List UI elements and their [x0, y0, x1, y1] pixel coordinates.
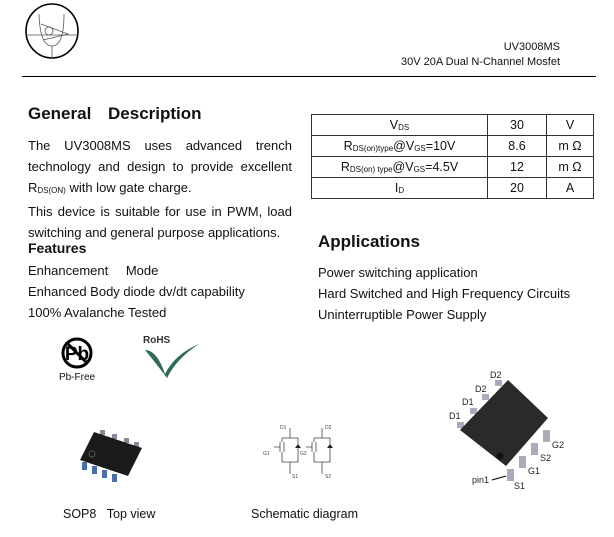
application-item: Power switching application: [318, 265, 478, 280]
pb-free-logo: Pb Pb-Free: [52, 337, 102, 383]
svg-text:S1: S1: [514, 481, 525, 491]
svg-text:D2: D2: [325, 425, 332, 431]
svg-text:G1: G1: [263, 451, 270, 457]
svg-text:D2: D2: [490, 370, 502, 380]
svg-text:S1: S1: [292, 474, 298, 480]
svg-text:S2: S2: [325, 474, 331, 480]
feature-item: Enhanced Body diode dv/dt capability: [28, 284, 245, 299]
description-line: RDS(ON) with low gate charge.: [28, 180, 192, 195]
svg-text:pin1: pin1: [472, 475, 489, 485]
description-line: The UV3008MS uses advanced trench: [28, 138, 292, 153]
description-line: This device is suitable for use in PWM, …: [28, 204, 292, 219]
svg-text:D1: D1: [280, 425, 287, 431]
feature-item: Enhancement Mode: [28, 263, 159, 278]
features-heading: Features: [28, 240, 87, 256]
svg-text:D1: D1: [449, 411, 461, 421]
general-description-heading: General Description: [28, 104, 202, 123]
svg-text:G1: G1: [528, 466, 540, 476]
svg-text:D1: D1: [462, 397, 474, 407]
description-line: technology and design to provide excelle…: [28, 159, 292, 174]
application-item: Hard Switched and High Frequency Circuit…: [318, 286, 571, 301]
application-item: Uninterruptible Power Supply: [318, 307, 487, 322]
sop8-chip-image: [80, 430, 142, 482]
svg-text:G2: G2: [552, 440, 564, 450]
sop8-caption: SOP8 Top view: [63, 507, 156, 521]
rohs-logo: RoHS: [143, 335, 203, 383]
header-divider: [22, 76, 596, 77]
part-subtitle: 30V 20A Dual N-Channel Mosfet: [401, 56, 560, 68]
svg-text:D2: D2: [475, 384, 487, 394]
svg-text:G2: G2: [300, 451, 307, 457]
schematic-caption: Schematic diagram: [251, 507, 358, 521]
description-line: switching and general purpose applicatio…: [28, 225, 281, 240]
applications-heading: Applications: [318, 232, 421, 251]
part-number: UV3008MS: [503, 41, 560, 53]
svg-text:S2: S2: [540, 453, 551, 463]
company-logo: [25, 3, 79, 59]
feature-item: 100% Avalanche Tested: [28, 305, 167, 320]
